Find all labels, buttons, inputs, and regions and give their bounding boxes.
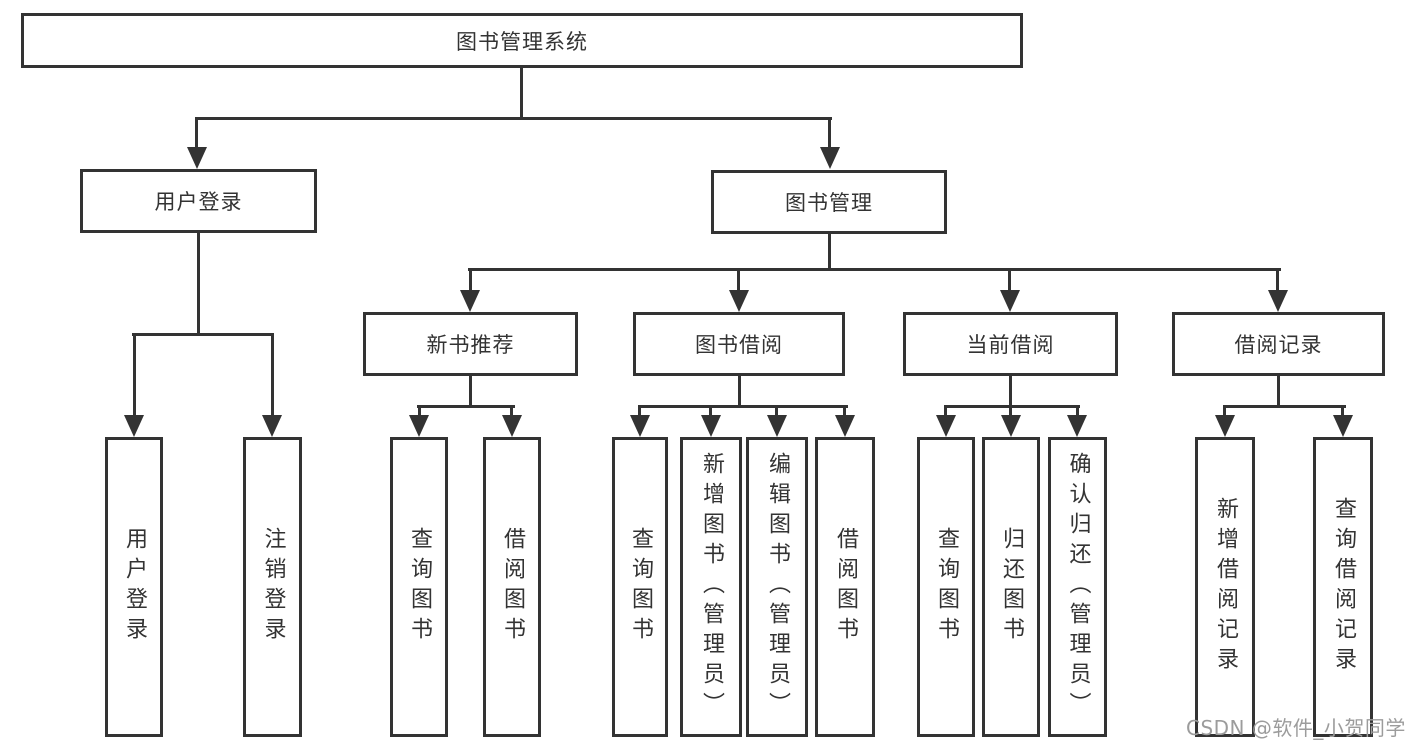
arrowhead-icon [1268,290,1288,312]
connector-line [1009,405,1012,417]
connector-line [1009,376,1012,408]
connector-line [469,268,472,292]
leaf-add-books-admin: 新增图书（管理员） [680,437,742,737]
arrowhead-icon [820,147,840,169]
node-book-management: 图书管理 [711,170,947,234]
leaf-user-login: 用户登录 [105,437,163,737]
connector-line [828,234,831,271]
leaf-query-books-recommend: 查询图书 [390,437,448,737]
arrowhead-icon [187,147,207,169]
node-borrowing-records: 借阅记录 [1172,312,1385,376]
csdn-watermark: CSDN @软件_小贺同学 [1186,716,1405,740]
leaf-edit-books-admin: 编辑图书（管理员） [746,437,808,737]
arrowhead-icon [1333,415,1353,437]
node-new-book-recommendation: 新书推荐 [363,312,578,376]
node-library-management-system: 图书管理系统 [21,13,1023,68]
node-user-login: 用户登录 [80,169,317,233]
connector-line [195,117,198,149]
arrowhead-icon [460,290,480,312]
connector-line [418,405,421,417]
leaf-return-books: 归还图书 [982,437,1040,737]
connector-line [1341,405,1344,417]
connector-line [1008,268,1011,292]
connector-line [1223,405,1346,408]
connector-line [944,405,1080,408]
leaf-add-borrow-record: 新增借阅记录 [1195,437,1255,737]
arrowhead-icon [409,415,429,437]
connector-line [196,117,832,120]
leaf-logout: 注销登录 [243,437,302,737]
connector-line [843,405,846,417]
leaf-query-books-current: 查询图书 [917,437,975,737]
arrowhead-icon [701,415,721,437]
arrowhead-icon [936,415,956,437]
node-book-borrowing: 图书借阅 [633,312,845,376]
arrowhead-icon [630,415,650,437]
arrowhead-icon [729,290,749,312]
connector-line [737,268,740,292]
arrowhead-icon [262,415,282,437]
arrowhead-icon [1000,290,1020,312]
connector-line [271,333,274,417]
arrowhead-icon [124,415,144,437]
connector-line [638,405,848,408]
arrowhead-icon [502,415,522,437]
connector-line [709,405,712,417]
arrowhead-icon [1001,415,1021,437]
arrowhead-icon [1215,415,1235,437]
connector-line [510,405,513,417]
node-current-borrowing: 当前借阅 [903,312,1118,376]
connector-line [738,376,741,408]
leaf-query-borrow-record: 查询借阅记录 [1313,437,1373,737]
leaf-borrow-books: 借阅图书 [815,437,875,737]
connector-line [944,405,947,417]
connector-line [133,333,136,417]
arrowhead-icon [835,415,855,437]
connector-line [197,233,200,336]
leaf-confirm-return-admin: 确认归还（管理员） [1048,437,1107,737]
connector-line [132,333,273,336]
connector-line [828,117,831,149]
connector-line [417,405,515,408]
connector-line [1076,405,1079,417]
leaf-borrow-books-recommend: 借阅图书 [483,437,541,737]
connector-line [1223,405,1226,417]
arrowhead-icon [767,415,787,437]
connector-line [1277,376,1280,408]
connector-line [775,405,778,417]
connector-line [1276,268,1279,292]
connector-line [469,376,472,408]
leaf-query-books-borrowing: 查询图书 [612,437,668,737]
connector-line [520,68,523,120]
connector-line [638,405,641,417]
connector-line [468,268,1281,271]
arrowhead-icon [1067,415,1087,437]
